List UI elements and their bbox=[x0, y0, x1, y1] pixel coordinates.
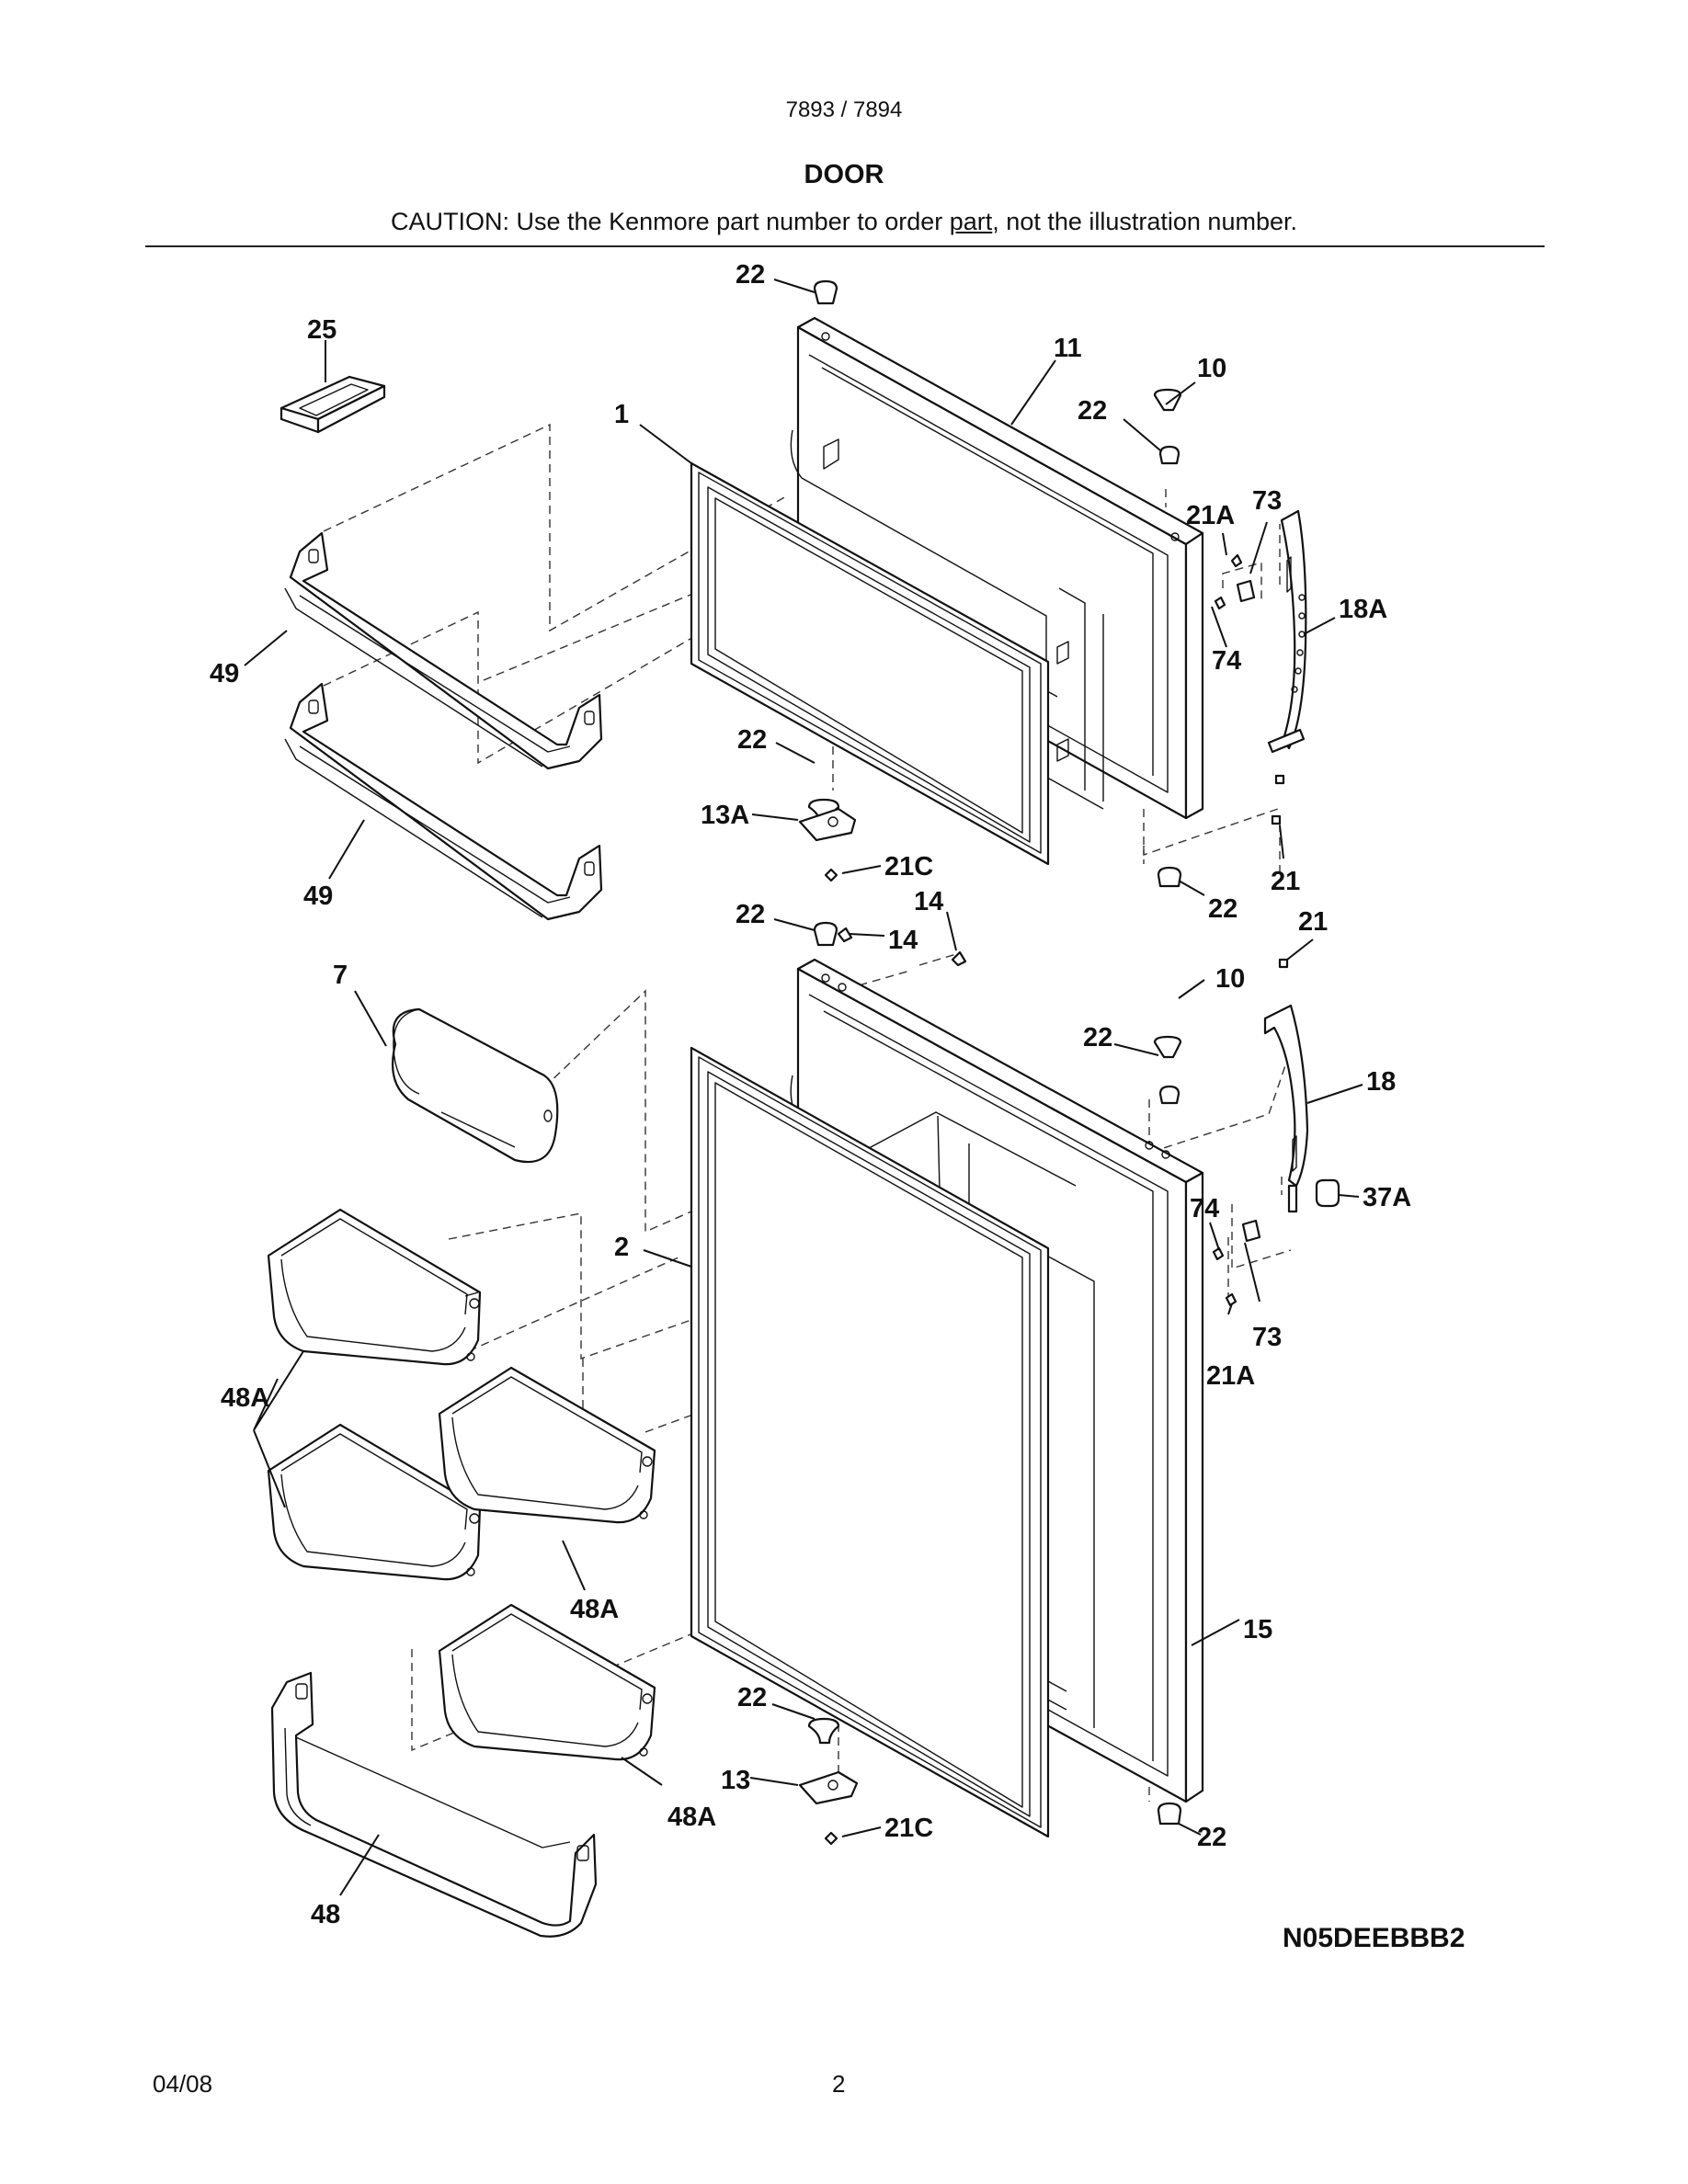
caution-note: CAUTION: Use the Kenmore part number to … bbox=[0, 208, 1688, 236]
footer-date: 04/08 bbox=[153, 2070, 213, 2098]
callout-22-mid: 22 bbox=[736, 900, 765, 929]
model-number: 7893 / 7894 bbox=[785, 97, 903, 122]
callout-21A-upper: 21A bbox=[1186, 501, 1235, 530]
callout-25: 25 bbox=[307, 315, 336, 345]
callout-18A: 18A bbox=[1339, 595, 1387, 624]
page-title: DOOR bbox=[804, 160, 884, 189]
callout-13: 13 bbox=[721, 1766, 750, 1795]
callout-21-lower: 21 bbox=[1298, 907, 1328, 937]
callout-18: 18 bbox=[1366, 1067, 1396, 1097]
upper-door-handle-18A bbox=[1153, 388, 1307, 825]
callout-48: 48 bbox=[311, 1900, 340, 1929]
callout-21A-lower: 21A bbox=[1206, 1361, 1255, 1391]
door-bin-48A-upper-right bbox=[438, 1366, 656, 1524]
callout-22-mid-right: 22 bbox=[1208, 894, 1237, 924]
header-rule bbox=[145, 245, 1545, 247]
callout-74-lower: 74 bbox=[1190, 1194, 1219, 1223]
door-shelf-49-upper bbox=[284, 531, 603, 770]
callout-21C-upper: 21C bbox=[884, 852, 933, 882]
callout-48A-right: 48A bbox=[667, 1803, 716, 1832]
callout-21-upper: 21 bbox=[1271, 867, 1300, 896]
freezer-gasket-1 bbox=[690, 461, 1050, 866]
diagram-code: N05DEEBBB2 bbox=[1283, 1923, 1466, 1953]
door-shelf-48 bbox=[270, 1671, 598, 1938]
callout-10-lower: 10 bbox=[1215, 964, 1245, 994]
callout-1: 1 bbox=[614, 400, 629, 429]
callout-14-side: 14 bbox=[888, 926, 918, 955]
callout-73-upper: 73 bbox=[1252, 486, 1282, 516]
page-number: 2 bbox=[832, 2070, 846, 2098]
callout-22-lower-hinge: 22 bbox=[737, 1683, 767, 1712]
callout-leader-lines bbox=[244, 279, 1363, 1896]
callout-22-upper-right: 22 bbox=[1078, 396, 1107, 426]
callout-48A-mid: 48A bbox=[570, 1595, 619, 1624]
callout-22-top: 22 bbox=[736, 260, 765, 290]
fresh-food-gasket-2 bbox=[690, 1046, 1050, 1838]
callout-7: 7 bbox=[333, 961, 348, 990]
callout-14-top: 14 bbox=[914, 887, 943, 916]
dairy-bin-7 bbox=[392, 1007, 559, 1164]
callout-48A-left: 48A bbox=[221, 1383, 269, 1413]
callout-74-upper: 74 bbox=[1212, 646, 1241, 676]
upper-hinge-hardware bbox=[798, 279, 1182, 888]
callout-22-lower-right: 22 bbox=[1083, 1023, 1112, 1052]
door-shelf-49-lower bbox=[284, 682, 603, 921]
freezer-door-11 bbox=[790, 316, 1204, 820]
callout-13A: 13A bbox=[701, 801, 749, 830]
caution-text-end: , not the illustration number. bbox=[992, 208, 1297, 235]
door-bin-48A-lower-left bbox=[267, 1423, 482, 1581]
door-bin-48A-lower-right bbox=[438, 1603, 656, 1761]
caution-text-start: CAUTION: Use the Kenmore part number to … bbox=[391, 208, 950, 235]
callout-21C-lower: 21C bbox=[884, 1814, 933, 1843]
callout-2: 2 bbox=[614, 1233, 629, 1262]
callout-37A: 37A bbox=[1363, 1183, 1411, 1212]
callout-15: 15 bbox=[1243, 1615, 1272, 1644]
callout-22-bottom: 22 bbox=[1197, 1823, 1226, 1852]
callout-73-lower: 73 bbox=[1252, 1323, 1282, 1352]
lower-door-handle-18 bbox=[1153, 958, 1340, 1307]
callout-49-upper: 49 bbox=[210, 659, 239, 688]
lower-hinge-hardware bbox=[798, 921, 1182, 1846]
caution-text-underlined: part bbox=[949, 208, 993, 235]
dairy-cover-25 bbox=[279, 375, 386, 434]
callout-22-upper-hinge: 22 bbox=[737, 725, 767, 755]
callout-10-upper: 10 bbox=[1197, 354, 1226, 383]
door-bin-48A-upper-left bbox=[267, 1208, 482, 1366]
callout-11: 11 bbox=[1054, 334, 1082, 363]
callout-labels: 22 25 11 10 22 1 21A 73 18A 74 49 22 13A… bbox=[210, 260, 1411, 1929]
callout-49-lower: 49 bbox=[303, 882, 333, 911]
